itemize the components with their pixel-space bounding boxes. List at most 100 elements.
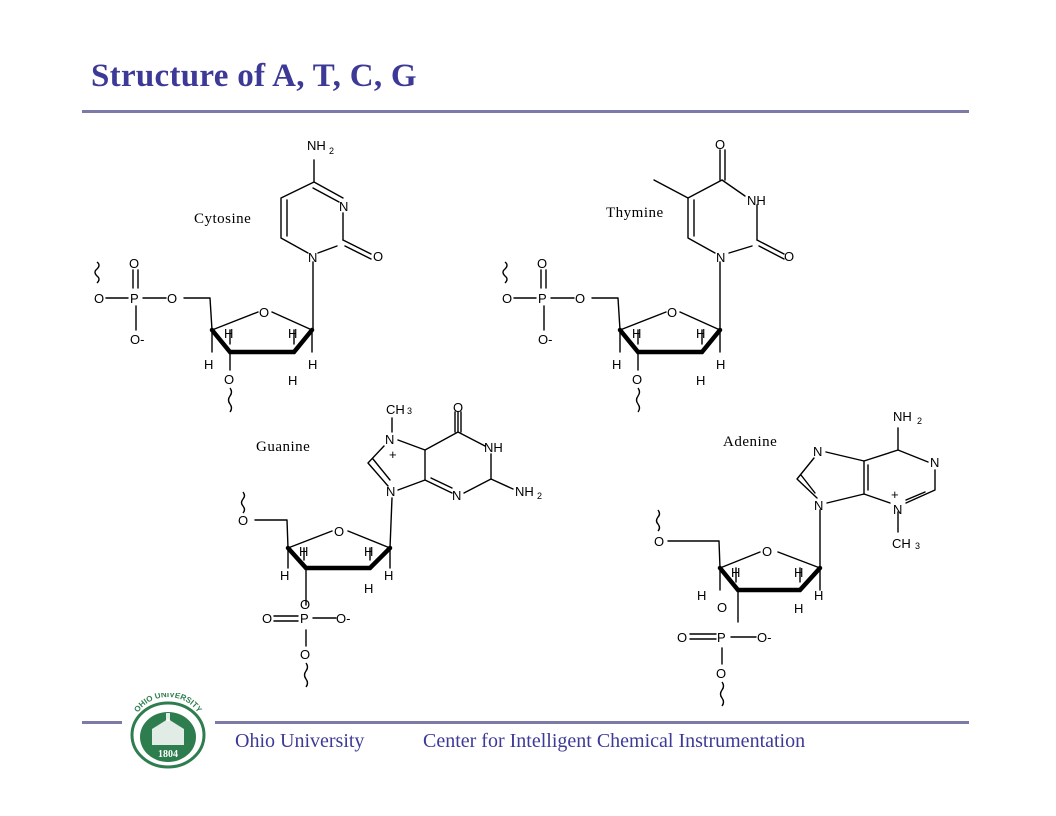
bond-line: [655, 509, 661, 532]
bond-line: [424, 431, 492, 494]
atom-label-cytosine-atoms-o-ring: O: [259, 305, 269, 320]
bond-line: [285, 545, 393, 571]
atom-label-guanine-atoms-h4: H: [384, 568, 393, 583]
bond-line: [303, 662, 309, 688]
atom-label-adenine-atoms-o5: O: [654, 534, 664, 549]
bond-line: [502, 261, 508, 284]
atom-label-cytosine-atoms-h2: H: [288, 326, 297, 341]
bond-line: [756, 239, 785, 260]
atom-label-cytosine-atoms-amine-sub: 2: [329, 146, 334, 156]
atom-label-cytosine-atoms-p-o-left: O: [94, 291, 104, 306]
bond-line: [591, 297, 721, 371]
atom-label-adenine-atoms-p-o-minus: O-: [757, 630, 771, 645]
atom-label-guanine-atoms-n3: N: [452, 488, 461, 503]
atom-label-guanine-atoms-p-o-bottom: O: [300, 647, 310, 662]
atom-label-adenine-atoms-h3: H: [697, 588, 706, 603]
atom-label-thymine-atoms-p: P: [538, 291, 547, 306]
atom-label-cytosine-atoms-n-glyco: N: [308, 250, 317, 265]
atom-label-thymine-atoms-o3: O: [632, 372, 642, 387]
atom-label-guanine-atoms-n9: N: [386, 484, 395, 499]
atom-label-cytosine-atoms-o-carbonyl: O: [373, 249, 383, 264]
atom-label-adenine-atoms-o-ring: O: [762, 544, 772, 559]
adenine-label: Adenine: [723, 434, 777, 450]
bond-line: [667, 540, 821, 623]
atom-label-adenine-atoms-plus: +: [891, 487, 899, 502]
cytosine-label: Cytosine: [194, 211, 251, 227]
slide-title: Structure of A, T, C, G: [91, 58, 417, 94]
cytosine-structure: Cytosine NH 2 N N O O H H H H H O O O P …: [94, 138, 383, 413]
bond-line: [719, 149, 726, 181]
atom-label-cytosine-atoms-p-o-minus: O-: [130, 332, 144, 347]
bond-line: [273, 615, 337, 647]
building-icon: [152, 729, 184, 745]
bond-line: [367, 439, 426, 487]
atom-label-thymine-atoms-p-o-top: O: [537, 256, 547, 271]
atom-label-guanine-atoms-h3: H: [280, 568, 289, 583]
atom-label-adenine-atoms-n1: N: [930, 455, 939, 470]
bond-line: [209, 327, 315, 355]
atom-label-thymine-atoms-h1: H: [632, 326, 641, 341]
atom-label-thymine-atoms-n-glyco: N: [716, 250, 725, 265]
bond-line: [687, 179, 758, 254]
atom-label-guanine-atoms-nh2-sub: 2: [537, 491, 542, 501]
bond-line: [389, 497, 393, 549]
atom-label-cytosine-atoms-p-o-right: O: [167, 291, 177, 306]
atom-label-adenine-atoms-nh: NH: [893, 409, 912, 424]
atom-label-guanine-atoms-p: P: [300, 611, 309, 626]
atom-label-guanine-atoms-h1: H: [299, 544, 308, 559]
atom-label-adenine-atoms-ch-sub: 3: [915, 541, 920, 551]
atom-label-guanine-atoms-o3: O: [300, 597, 310, 612]
atom-label-cytosine-atoms-h1: H: [224, 326, 233, 341]
atom-label-adenine-atoms-o3: O: [717, 600, 727, 615]
atom-label-adenine-atoms-n9: N: [814, 498, 823, 513]
atom-label-adenine-atoms-h2: H: [794, 565, 803, 580]
bond-line: [717, 565, 823, 593]
bond-line: [105, 269, 167, 331]
bond-line: [227, 387, 233, 413]
atom-label-thymine-atoms-p-o-left: O: [502, 291, 512, 306]
atom-label-thymine-atoms-nh: NH: [747, 193, 766, 208]
atom-label-guanine-atoms-nh: NH: [484, 440, 503, 455]
logo-part: [152, 719, 184, 729]
atom-label-adenine-atoms-ch: CH: [892, 536, 911, 551]
atom-label-guanine-atoms-ch-sub: 3: [407, 406, 412, 416]
atom-label-thymine-atoms-h4: H: [716, 357, 725, 372]
atom-label-thymine-atoms-h4: H: [696, 373, 705, 388]
atom-label-cytosine-atoms-p: P: [130, 291, 139, 306]
footer-center-name: Center for Intelligent Chemical Instrume…: [423, 730, 806, 752]
atom-label-adenine-atoms-n7: N: [813, 444, 822, 459]
bond-line: [653, 179, 689, 199]
atom-label-adenine-atoms-h4: H: [814, 588, 823, 603]
bond-line: [280, 181, 344, 254]
atom-label-thymine-atoms-h2: H: [696, 326, 705, 341]
atom-label-thymine-atoms-o-top: O: [715, 137, 725, 152]
atom-label-thymine-atoms-p-o-minus: O-: [538, 332, 552, 347]
atom-label-cytosine-atoms-p-o-top: O: [129, 256, 139, 271]
bond-line: [240, 491, 246, 514]
footer-university: Ohio University: [235, 730, 365, 752]
atom-label-thymine-atoms-o-carbonyl: O: [784, 249, 794, 264]
footer-rule-right: [215, 721, 969, 724]
atom-label-guanine-atoms-h4: H: [364, 581, 373, 596]
bond-line: [719, 681, 725, 707]
footer-rule-left: [82, 721, 122, 724]
bond-line: [183, 297, 313, 371]
atom-label-guanine-atoms-n7: N: [385, 432, 394, 447]
atom-label-adenine-atoms-h1: H: [731, 565, 740, 580]
atom-label-guanine-atoms-o-ring: O: [334, 524, 344, 539]
bond-line: [635, 387, 641, 413]
guanine-structure: Guanine CH 3 N + O NH N N NH 2 O O H H H…: [238, 400, 542, 688]
atom-label-guanine-atoms-ch: CH: [386, 402, 405, 417]
atom-label-guanine-atoms-nh2: NH: [515, 484, 534, 499]
atom-label-adenine-atoms-n3: N: [893, 502, 902, 517]
bond-line: [254, 519, 391, 606]
atom-label-cytosine-atoms-n-ring: N: [339, 199, 348, 214]
bond-line: [863, 491, 926, 504]
ohio-university-logo: OHIO UNIVERSITY 1804: [130, 693, 206, 769]
atom-label-guanine-atoms-o6: O: [453, 400, 463, 415]
atom-label-guanine-atoms-p-o-minus: O-: [336, 611, 350, 626]
atom-label-cytosine-atoms-o3: O: [224, 372, 234, 387]
bond-line: [689, 633, 757, 665]
thymine-label: Thymine: [606, 205, 664, 221]
